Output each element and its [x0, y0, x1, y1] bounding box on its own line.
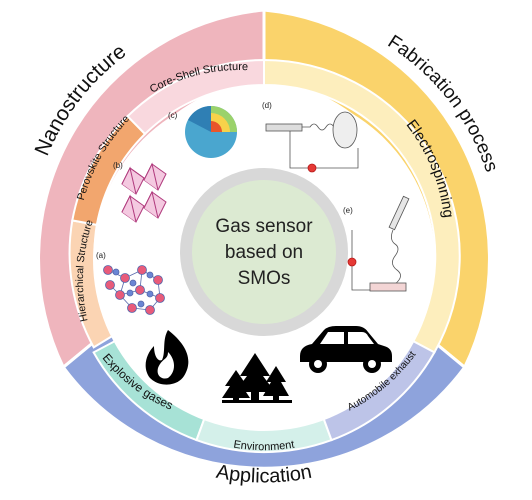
panel-label-c: (c)	[168, 111, 178, 120]
panel-label-a: (a)	[96, 251, 106, 260]
center-title-line1: Gas sensor	[215, 216, 313, 237]
environment-label: Environment	[233, 439, 296, 454]
core-shell-sphere-icon	[185, 106, 237, 158]
car-icon	[300, 326, 392, 373]
panel-label-d: (d)	[262, 101, 272, 110]
flame-icon	[145, 330, 189, 385]
panel-label-b: (b)	[113, 161, 123, 170]
panel-label-e: (e)	[343, 206, 353, 215]
center-disc	[192, 180, 336, 324]
trees-icon	[222, 353, 292, 403]
electrospinning-setup-icon	[265, 111, 359, 173]
syringe-setup-icon	[347, 195, 410, 292]
center-title-line2: based on	[225, 242, 303, 263]
network-icon	[103, 265, 165, 315]
octahedra-icon	[121, 162, 167, 223]
center-title-line3: SMOs	[238, 268, 291, 289]
